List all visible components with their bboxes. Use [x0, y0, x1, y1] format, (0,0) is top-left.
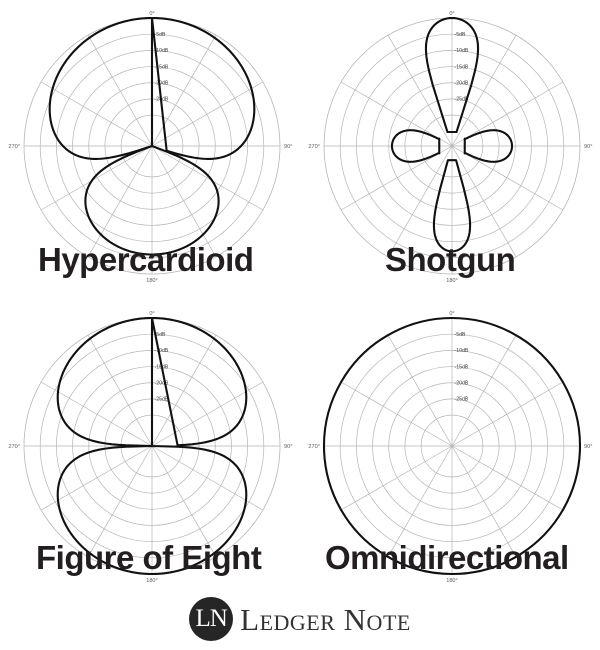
grid-spoke: [151, 445, 217, 558]
angle-tick-label-0: 0°: [449, 11, 454, 17]
brand-wordmark: Ledger Note: [240, 601, 411, 637]
angle-tick-label-90: 90°: [284, 144, 292, 150]
angle-tick-label-270: 270°: [8, 144, 20, 150]
pattern-curve: [56, 316, 248, 576]
angle-tick-label-90: 90°: [284, 444, 292, 450]
grid-spoke: [451, 145, 564, 211]
grid-spoke: [451, 145, 517, 258]
polar-plot-svg: -5dB -10dB -15dB -20dB -25dB 0° 90° 180° 270°: [308, 11, 592, 284]
grid-spoke: [451, 334, 517, 447]
radial-tick-label: -25dB: [155, 397, 169, 403]
grid-spoke: [151, 81, 264, 147]
angle-tick-label-0: 0°: [149, 11, 154, 17]
grid-spoke: [340, 445, 453, 511]
radial-tick-label: -10dB: [155, 48, 169, 54]
grid-spoke: [451, 445, 517, 558]
radial-tick-label: -20dB: [155, 381, 169, 387]
polar-axis-labels: -5dB -10dB -15dB -20dB -25dB 0° 90° 180° 270°: [308, 311, 592, 584]
radial-tick-label: -25dB: [455, 397, 469, 403]
pattern-curve: [390, 16, 514, 253]
chart-title-figure-of-eight: Figure of Eight: [36, 539, 262, 576]
grid-spoke: [387, 145, 453, 258]
polar-plot-svg: -5dB -10dB -15dB -20dB -25dB 0° 90° 180° 270°: [308, 311, 592, 584]
radial-tick-label: -25dB: [455, 97, 469, 103]
angle-tick-label-0: 0°: [149, 311, 154, 317]
grid-spoke: [451, 81, 564, 147]
chart-title-shotgun: Shotgun: [385, 241, 516, 278]
chart-title-omnidirectional: Omnidirectional: [325, 539, 569, 576]
polar-grid: [23, 17, 281, 275]
grid-spoke: [87, 445, 153, 558]
grid-spoke: [40, 381, 153, 447]
grid-spoke: [40, 145, 153, 211]
radial-tick-label: -15dB: [455, 364, 469, 370]
radial-tick-label: -5dB: [455, 32, 466, 38]
angle-tick-label-180: 180°: [146, 578, 158, 584]
polar-grid: [323, 17, 581, 275]
radial-tick-label: -20dB: [455, 81, 469, 87]
grid-spoke: [340, 381, 453, 447]
radial-tick-label: -15dB: [155, 64, 169, 70]
pattern-curve: [323, 316, 581, 576]
ln-monogram-text: LN: [195, 604, 227, 632]
grid-spoke: [151, 445, 264, 511]
radial-tick-label: -5dB: [155, 332, 166, 338]
grid-spoke: [151, 334, 217, 447]
polar-axis-labels: -5dB -10dB -15dB -20dB -25dB 0° 90° 180° 270°: [308, 11, 592, 284]
radial-tick-label: -10dB: [155, 348, 169, 354]
grid-spoke: [387, 445, 453, 558]
ledger-note-logo: LN Ledger Note: [0, 594, 600, 644]
radial-tick-label: -20dB: [155, 81, 169, 87]
grid-spoke: [451, 34, 517, 147]
angle-tick-label-270: 270°: [8, 444, 20, 450]
radial-tick-label: -5dB: [455, 332, 466, 338]
polar-chart-shotgun: -5dB -10dB -15dB -20dB -25dB 0° 90° 180° 270°: [300, 0, 600, 298]
radial-tick-label: -15dB: [455, 64, 469, 70]
grid-spoke: [151, 145, 264, 211]
grid-spoke: [87, 34, 153, 147]
angle-tick-label-90: 90°: [584, 444, 592, 450]
radial-tick-label: -10dB: [455, 48, 469, 54]
polar-chart-omnidirectional: -5dB -10dB -15dB -20dB -25dB 0° 90° 180° 270°: [300, 300, 600, 598]
grid-spoke: [340, 145, 453, 211]
angle-tick-label-90: 90°: [584, 144, 592, 150]
grid-spoke: [387, 334, 453, 447]
grid-spoke: [151, 381, 264, 447]
angle-tick-label-270: 270°: [308, 444, 320, 450]
radial-tick-label: -20dB: [455, 381, 469, 387]
angle-tick-label-270: 270°: [308, 144, 320, 150]
pattern-curve: [48, 16, 256, 256]
radial-tick-label: -5dB: [155, 32, 166, 38]
polar-grid: [323, 317, 581, 575]
grid-spoke: [451, 381, 564, 447]
grid-spoke: [387, 34, 453, 147]
grid-spoke: [40, 81, 153, 147]
grid-spoke: [40, 445, 153, 511]
grid-spoke: [340, 81, 453, 147]
grid-spoke: [87, 334, 153, 447]
chart-title-hypercardioid: Hypercardioid: [38, 241, 254, 278]
angle-tick-label-180: 180°: [446, 278, 458, 284]
angle-tick-label-180: 180°: [446, 578, 458, 584]
ln-monogram-icon: LN: [189, 597, 234, 641]
grid-spoke: [151, 34, 217, 147]
grid-spoke: [451, 445, 564, 511]
angle-tick-label-0: 0°: [449, 311, 454, 317]
angle-tick-label-180: 180°: [146, 278, 158, 284]
grid-spoke: [151, 145, 217, 258]
radial-tick-label: -10dB: [455, 348, 469, 354]
grid-spoke: [87, 145, 153, 258]
